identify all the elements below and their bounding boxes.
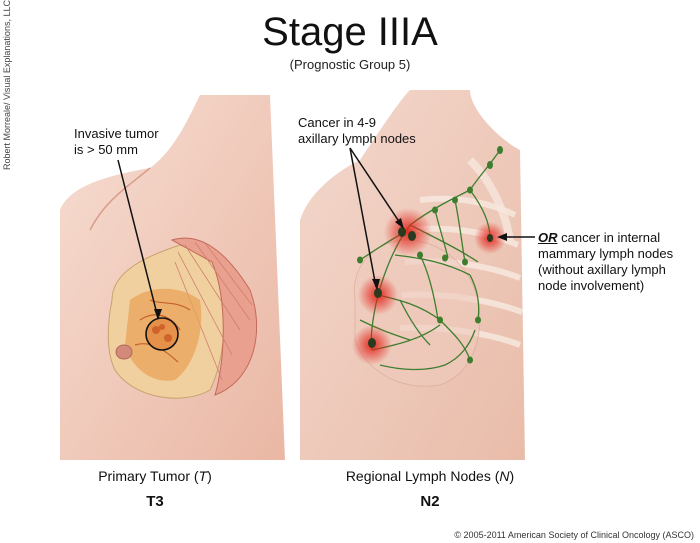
code-n2: N2	[420, 493, 440, 510]
tumor-leader-line	[117, 159, 159, 319]
tumor-annotation: Invasive tumor is > 50 mm	[74, 126, 214, 158]
or-line4: node involvement)	[538, 278, 645, 293]
pectoral-muscle	[170, 237, 257, 396]
nodes-leader-line-1	[349, 147, 403, 227]
caption-right-symbol: N	[499, 468, 510, 484]
copyright-notice: © 2005-2011 American Society of Clinical…	[454, 530, 694, 540]
page-subtitle: (Prognostic Group 5)	[289, 57, 411, 72]
nodes-leader-line-2	[349, 147, 377, 288]
cancer-node-internal-mammary	[474, 222, 506, 254]
nodes-annotation: Cancer in 4-9 axillary lymph nodes	[298, 115, 468, 147]
caption-left-prefix: Primary Tumor (	[98, 468, 199, 484]
caption-right-suffix: )	[509, 468, 515, 484]
cancer-node-axillary-upper	[384, 208, 432, 256]
illustrator-credit: Robert Morreale/ Visual Explanations, LL…	[2, 0, 12, 170]
caption-right-prefix: Regional Lymph Nodes (	[345, 468, 500, 484]
tumor-annotation-line1: Invasive tumor	[74, 126, 159, 141]
cancer-node-axillary-middle	[358, 275, 398, 315]
or-line1-rest: cancer in internal	[557, 230, 661, 245]
right-torso	[300, 90, 535, 460]
or-emphasis: OR	[538, 230, 558, 245]
tumor-annotation-line2: is > 50 mm	[74, 142, 138, 157]
caption-left-symbol: T	[198, 468, 208, 484]
nipple	[115, 344, 133, 360]
caption-regional-lymph-nodes: Regional Lymph Nodes (N)	[300, 468, 560, 484]
code-t3: T3	[146, 493, 164, 510]
caption-primary-tumor: Primary Tumor (T)	[40, 468, 270, 484]
caption-left-suffix: )	[207, 468, 212, 484]
or-line2: mammary lymph nodes	[538, 246, 674, 261]
or-line3: (without axillary lymph	[538, 262, 666, 277]
tumor-marker	[145, 317, 179, 351]
nodes-annotation-line2: axillary lymph nodes	[298, 131, 416, 146]
cancer-node-axillary-lower	[352, 325, 392, 365]
left-torso	[60, 95, 285, 460]
nodes-annotation-line1: Cancer in 4-9	[298, 115, 377, 130]
page-title: Stage IIIA	[262, 10, 438, 54]
internal-mammary-annotation: OR cancer in internal mammary lymph node…	[538, 230, 698, 294]
